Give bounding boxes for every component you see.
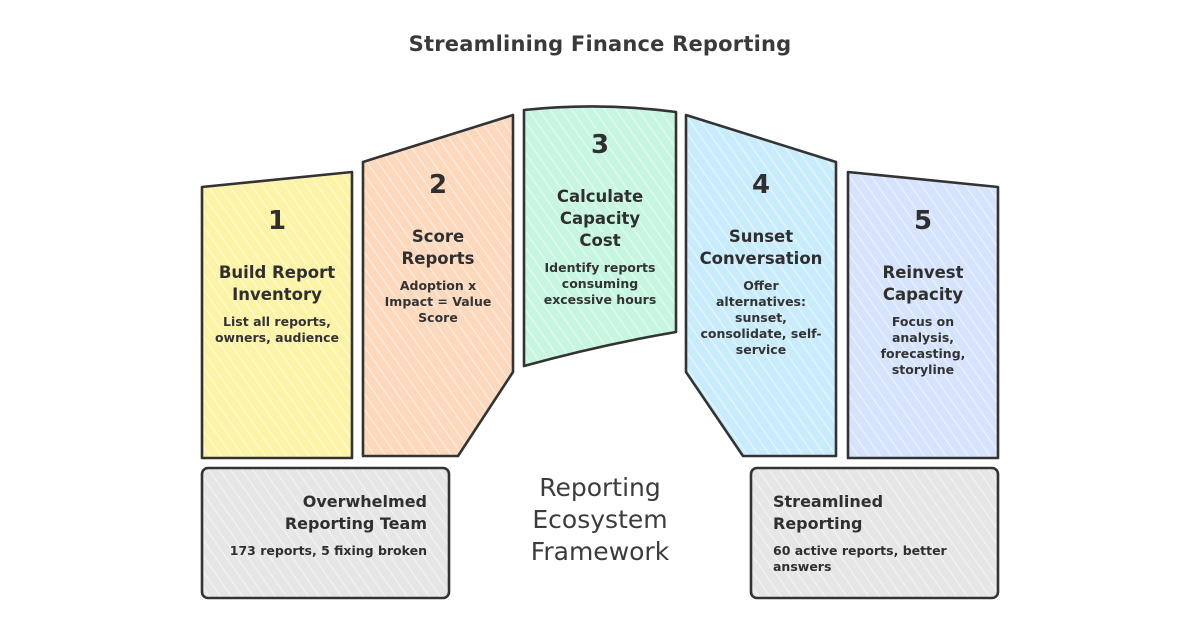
step-1-description: List all reports, owners, audience <box>202 314 352 346</box>
step-5-description-line: storyline <box>891 362 955 377</box>
step-2-description-line: Score <box>418 310 458 325</box>
step-1-description-line: List all reports, <box>223 314 331 329</box>
right-box-title-line: Streamlined <box>773 492 884 511</box>
step-3-description-line: Identify reports <box>544 260 656 275</box>
step-4-heading-line: Sunset <box>728 227 794 246</box>
step-1-heading-line: Inventory <box>232 285 322 304</box>
step-1-heading: Build Report Inventory <box>202 262 352 306</box>
right-box-description: 60 active reports, better answers <box>773 543 988 575</box>
right-box <box>749 466 1000 600</box>
step-3-description-line: excessive hours <box>543 292 657 307</box>
right-box-title-line: Reporting <box>773 514 863 533</box>
center-label-line: Ecosystem <box>532 505 668 534</box>
step-3-number: 3 <box>590 130 610 160</box>
step-4-card <box>684 113 838 458</box>
step-2-heading: Score Reports <box>363 226 513 270</box>
right-box-text: Streamlined Reporting 60 active reports,… <box>773 491 988 575</box>
right-box-description-line: answers <box>773 559 832 574</box>
step-4-description: Offer alternatives: sunset, consolidate,… <box>686 278 836 358</box>
step-3-description: Identify reports consuming excessive hou… <box>524 260 676 308</box>
step-4-heading: Sunset Conversation <box>686 226 836 270</box>
step-5-description-line: forecasting, <box>880 346 966 361</box>
step-5-heading-line: Capacity <box>882 285 964 304</box>
step-3-heading: Calculate Capacity Cost <box>524 186 676 252</box>
step-1-number: 1 <box>267 206 287 236</box>
center-label: Reporting Ecosystem Framework <box>480 472 720 568</box>
step-3-heading-line: Cost <box>579 231 621 250</box>
step-5-description-line: analysis, <box>891 330 955 345</box>
step-3-card <box>522 105 678 368</box>
step-4-heading-line: Conversation <box>699 249 823 268</box>
step-3-text: 3 Calculate Capacity Cost Identify repor… <box>524 130 676 308</box>
step-2-number: 2 <box>428 170 448 200</box>
step-2-description: Adoption x Impact = Value Score <box>363 278 513 326</box>
step-5-number: 5 <box>913 206 933 236</box>
step-2-card <box>361 113 515 458</box>
step-1-card <box>200 170 354 460</box>
center-label-line: Reporting <box>539 473 661 502</box>
center-label-line: Framework <box>530 537 670 566</box>
right-box-description-line: 60 active reports, better <box>773 543 947 558</box>
step-4-text: 4 Sunset Conversation Offer alternatives… <box>686 170 836 358</box>
step-4-description-line: consolidate, self- <box>700 326 822 341</box>
step-2-heading-line: Score <box>411 227 465 246</box>
step-1-heading-line: Build Report <box>218 263 336 282</box>
left-box-title-line: Overwhelmed <box>302 492 427 511</box>
right-box-title: Streamlined Reporting <box>773 491 988 535</box>
step-5-card <box>846 170 1000 460</box>
left-box <box>200 466 451 600</box>
step-3-description-line: consuming <box>561 276 639 291</box>
left-box-description: 173 reports, 5 fixing broken <box>212 543 427 559</box>
step-4-description-line: Offer <box>743 278 779 293</box>
step-2-description-line: Impact = Value <box>384 294 492 309</box>
step-4-description-line: sunset, <box>735 310 787 325</box>
step-5-description: Focus on analysis, forecasting, storylin… <box>848 314 998 378</box>
step-2-text: 2 Score Reports Adoption x Impact = Valu… <box>363 170 513 326</box>
diagram-title: Streamlining Finance Reporting <box>408 32 792 56</box>
step-5-heading-line: Reinvest <box>882 263 964 282</box>
step-3-heading-line: Capacity <box>559 209 641 228</box>
step-5-description-line: Focus on <box>891 314 955 329</box>
left-box-title-line: Reporting Team <box>284 514 427 533</box>
step-1-text: 1 Build Report Inventory List all report… <box>202 206 352 346</box>
left-box-description-line: 173 reports, 5 fixing broken <box>229 543 427 558</box>
left-box-text: Overwhelmed Reporting Team 173 reports, … <box>212 491 427 559</box>
step-4-number: 4 <box>751 170 771 200</box>
step-5-text: 5 Reinvest Capacity Focus on analysis, f… <box>848 206 998 378</box>
step-3-heading-line: Calculate <box>556 187 644 206</box>
step-4-description-line: alternatives: <box>716 294 806 309</box>
step-5-heading: Reinvest Capacity <box>848 262 998 306</box>
step-2-heading-line: Reports <box>401 249 475 268</box>
left-box-title: Overwhelmed Reporting Team <box>212 491 427 535</box>
step-2-description-line: Adoption x <box>399 278 477 293</box>
step-1-description-line: owners, audience <box>214 330 340 345</box>
step-4-description-line: service <box>735 342 787 357</box>
